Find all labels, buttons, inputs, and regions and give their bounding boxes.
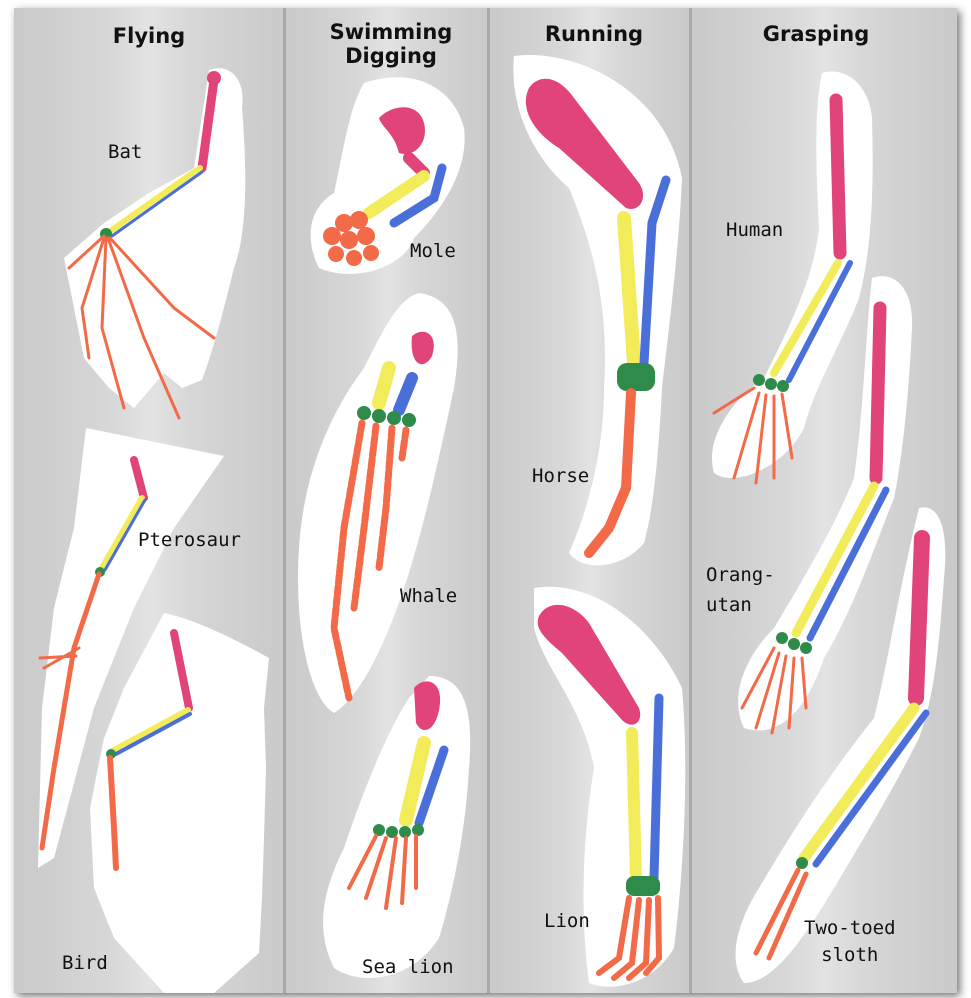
label-mole: Mole (410, 240, 456, 262)
column-heading-swimming-digging: Swimming Digging (306, 20, 476, 68)
label-lion: Lion (544, 910, 590, 932)
limb-illustrations (14, 8, 957, 993)
label-horse: Horse (532, 465, 589, 487)
label-bat: Bat (108, 141, 142, 163)
label-pterosaur: Pterosaur (138, 529, 241, 551)
label-whale: Whale (400, 585, 457, 607)
whale-silhouette (298, 293, 458, 713)
homologous-limbs-diagram: Flying Swimming Digging Running Grasping… (14, 8, 957, 993)
bat-wing-silhouette (64, 68, 245, 408)
label-bird: Bird (62, 952, 108, 974)
column-heading-flying: Flying (69, 24, 229, 48)
label-human: Human (726, 219, 783, 241)
human-silhouette (712, 71, 873, 478)
label-two-toed-sloth: Two-toed sloth (804, 915, 896, 969)
column-heading-running: Running (519, 22, 669, 46)
sea-lion-silhouette (323, 676, 470, 978)
label-orangutan: Orang- utan (706, 560, 775, 620)
label-sea-lion: Sea lion (362, 956, 454, 978)
column-heading-grasping: Grasping (736, 22, 896, 46)
